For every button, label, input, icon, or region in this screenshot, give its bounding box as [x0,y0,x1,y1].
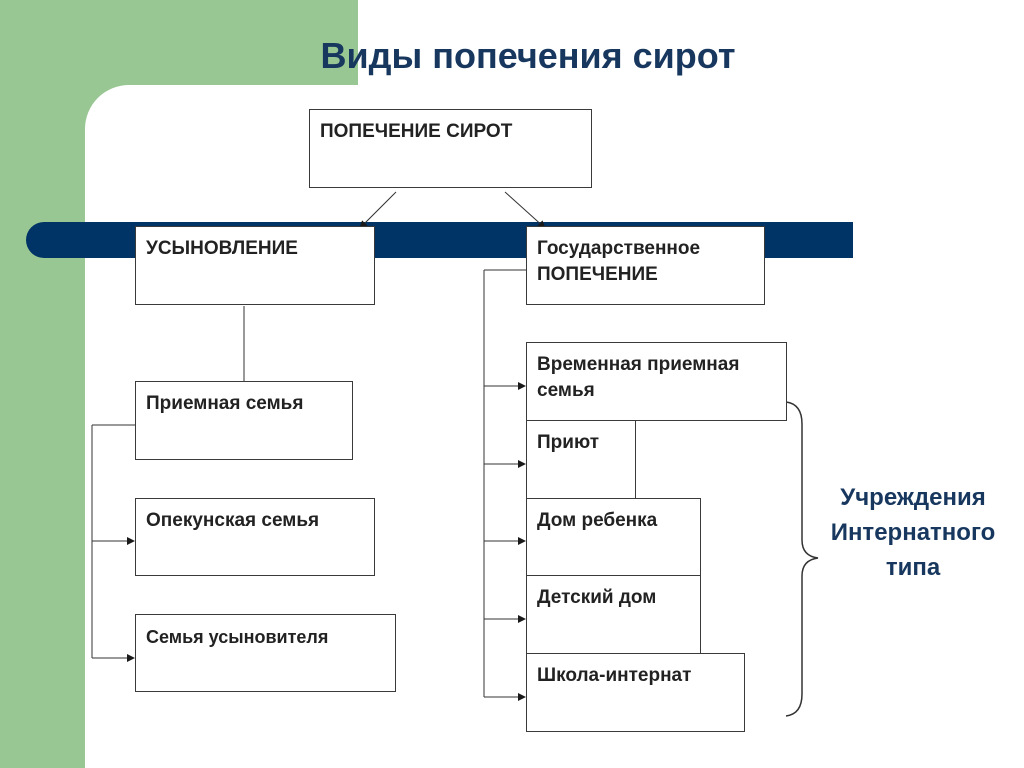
foster-family-box: Приемная семья [135,381,353,460]
state-care-box: Государственное ПОПЕЧЕНИЕ [526,226,765,305]
baby-home-label: Дом ребенка [537,510,658,531]
state-care-label-line2: ПОПЕЧЕНИЕ [537,264,658,285]
baby-home-box: Дом ребенка [526,498,701,576]
adoption-label: УСЫНОВЛЕНИЕ [146,238,298,259]
orphanage-label: Детский дом [537,587,657,608]
boarding-institutions-label: Учреждения Интернатного типа [830,484,996,581]
arrow-root-to-adoption [359,191,397,229]
boarding-school-box: Школа-интернат [526,653,745,732]
temp-foster-label: Временная приемная семья [537,354,740,401]
adoptive-family-box: Семья усыновителя [135,614,396,692]
arrow-root-to-state [504,191,546,229]
state-care-label-line1: Государственное [537,238,701,259]
curly-brace [785,401,819,717]
orphanage-box: Детский дом [526,575,701,654]
guardian-family-label: Опекунская семья [146,510,320,531]
foster-family-label: Приемная семья [146,393,304,414]
adoptive-family-label: Семья усыновителя [146,627,329,647]
boarding-school-label: Школа-интернат [537,665,692,686]
shelter-box: Приют [526,420,636,499]
temp-foster-box: Временная приемная семья [526,342,787,421]
page-title: Виды попечения сирот [320,35,736,76]
root-label: ПОПЕЧЕНИЕ СИРОТ [320,121,513,142]
root-box: ПОПЕЧЕНИЕ СИРОТ [309,109,592,188]
shelter-label: Приют [537,432,600,453]
top-background [358,0,1024,85]
adoption-box: УСЫНОВЛЕНИЕ [135,226,375,305]
guardian-family-box: Опекунская семья [135,498,375,576]
